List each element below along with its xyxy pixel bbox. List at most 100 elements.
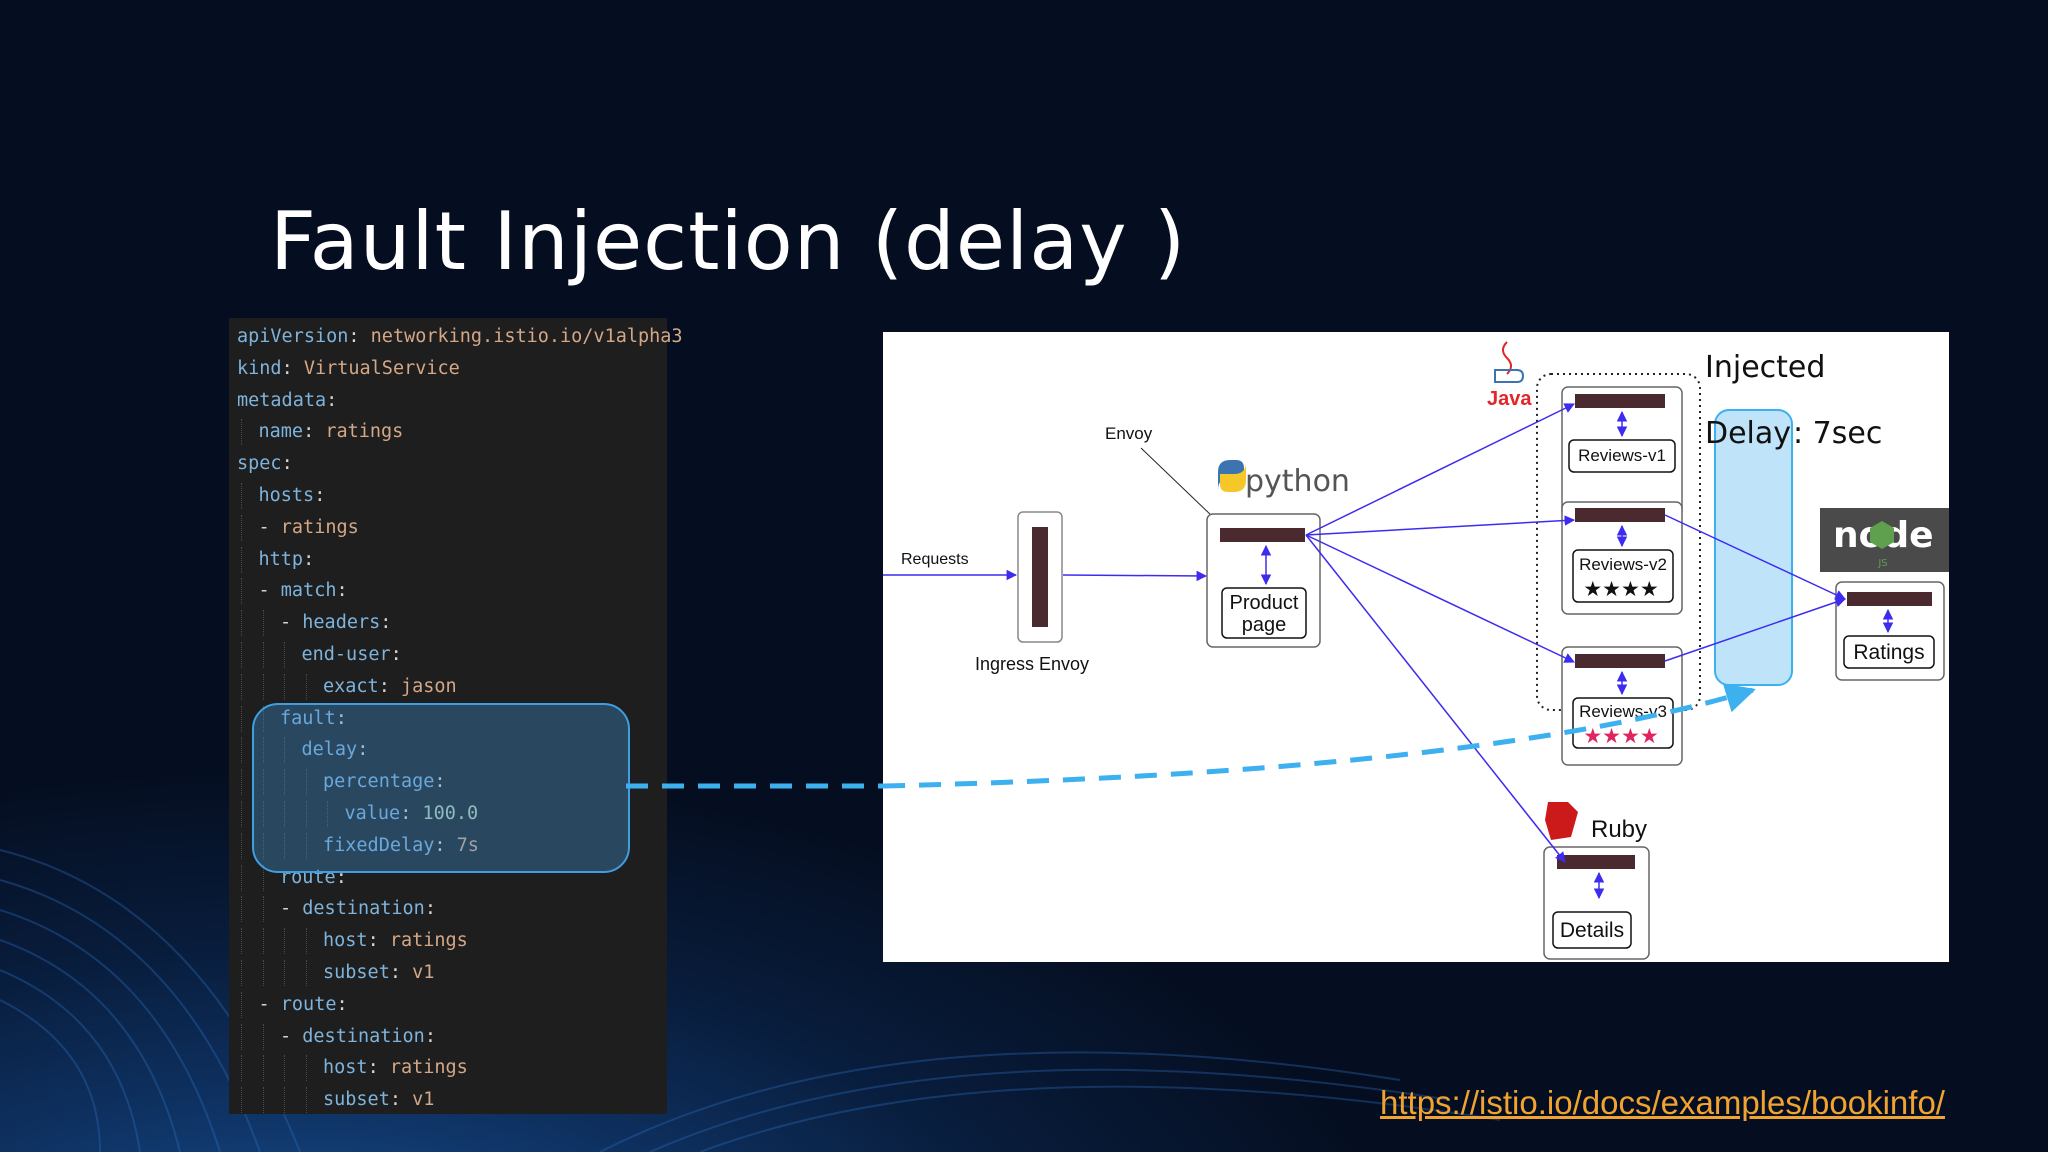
details-label: Details xyxy=(1560,919,1624,942)
code-value: v1 xyxy=(412,962,435,983)
injected-label: Injected xyxy=(1705,350,1825,385)
indent-guide xyxy=(284,801,286,827)
code-line: value: 100.0 xyxy=(241,799,478,829)
indent-guide xyxy=(241,419,243,446)
reviews-v3-to-ratings-arrow xyxy=(1664,597,1846,662)
details-inner xyxy=(1552,911,1632,949)
indent-guide xyxy=(284,1087,286,1114)
indent-guide xyxy=(262,737,265,764)
code-colon: : xyxy=(389,1089,413,1111)
indent-guide xyxy=(241,896,243,923)
details-sidecar-bar xyxy=(1557,855,1635,869)
indent-guide xyxy=(305,1087,308,1114)
indent-guide xyxy=(241,705,243,732)
code-dash: - xyxy=(280,1025,303,1047)
indent-guide xyxy=(284,1055,286,1082)
code-key: fixedDelay xyxy=(323,834,435,856)
code-key: hosts xyxy=(258,485,315,506)
code-key: host xyxy=(323,1057,368,1079)
code-colon: : xyxy=(281,453,304,475)
code-line: delay: xyxy=(241,735,380,765)
code-key: fault xyxy=(280,707,336,729)
code-key: host xyxy=(323,930,368,952)
indent-guide xyxy=(284,642,286,668)
code-key: end-user xyxy=(301,644,391,665)
code-key: exact xyxy=(323,675,379,697)
code-colon: : xyxy=(303,548,326,570)
reviews-v1-inner xyxy=(1568,439,1676,473)
indent-guide xyxy=(305,832,308,859)
indent-guide xyxy=(241,1055,243,1082)
code-key: subset xyxy=(323,962,390,983)
ingress-to-productpage-arrow xyxy=(1062,570,1208,582)
code-line: kind: VirtualService xyxy=(237,354,460,384)
indent-guide xyxy=(262,673,265,700)
code-line: spec: xyxy=(237,449,304,479)
code-dash: - xyxy=(258,516,281,538)
code-key: destination xyxy=(302,898,425,920)
code-colon: : xyxy=(367,1057,390,1079)
reviews-v1-sidecar-bar xyxy=(1575,394,1665,408)
indent-guide xyxy=(262,1023,265,1050)
envoy-label: Envoy xyxy=(1105,424,1153,443)
code-line: - destination: xyxy=(241,894,447,924)
code-colon: : xyxy=(390,644,413,665)
code-line: - ratings xyxy=(241,513,359,543)
ruby-logo-icon xyxy=(1545,802,1578,840)
ingress-envoy-bar xyxy=(1032,527,1048,627)
reviews-v3-stars: ★★★★ xyxy=(1583,724,1658,748)
code-key: name xyxy=(258,421,304,443)
indent-guide xyxy=(262,769,265,796)
fault-connector-outer xyxy=(626,783,886,789)
code-key: spec xyxy=(237,453,282,475)
ingress-envoy-label: Ingress Envoy xyxy=(975,654,1089,674)
bookinfo-diagram-svg: Requests Ingress Envoy Envoy python Prod… xyxy=(882,341,1949,960)
indent-guide xyxy=(241,514,243,541)
code-dash: - xyxy=(258,580,281,602)
code-dash: - xyxy=(280,898,303,920)
delay-label: Delay xyxy=(1705,416,1791,451)
java-logo-text: Java xyxy=(1487,388,1532,410)
code-key: kind xyxy=(237,357,282,379)
yaml-code-panel: apiVersion: networking.istio.io/v1alpha3… xyxy=(229,318,683,1114)
indent-guide xyxy=(262,642,265,668)
code-colon: : xyxy=(336,993,359,1015)
indent-guide xyxy=(284,832,286,859)
indent-guide xyxy=(262,1055,265,1082)
reviews-v2-to-ratings-arrow xyxy=(1664,514,1846,600)
indent-guide xyxy=(305,1055,308,1082)
code-colon: : xyxy=(336,580,359,602)
indent-guide xyxy=(305,960,308,986)
indent-guide xyxy=(284,769,286,796)
code-colon: : xyxy=(335,707,358,729)
code-line: - match: xyxy=(241,576,359,606)
indent-guide xyxy=(241,483,243,509)
productpage-label-line1: Product xyxy=(1230,592,1299,614)
slide-title: Fault Injection (delay ) xyxy=(270,195,1187,288)
indent-guide xyxy=(262,1087,265,1114)
bookinfo-link[interactable]: https://istio.io/docs/examples/bookinfo/ xyxy=(1380,1084,1945,1121)
code-colon: : xyxy=(389,962,413,983)
indent-guide xyxy=(262,801,265,827)
indent-guide xyxy=(262,610,265,637)
indent-guide xyxy=(305,673,308,700)
reviews-v3-inner xyxy=(1572,697,1674,749)
code-dash: - xyxy=(258,993,281,1015)
productpage-to-details-arrow xyxy=(1305,534,1566,863)
code-value: networking.istio.io/v1alpha3 xyxy=(370,326,683,347)
indent-guide xyxy=(305,769,308,796)
code-line: percentage: xyxy=(241,767,457,797)
code-colon: : xyxy=(326,389,349,411)
code-colon: : xyxy=(367,930,390,952)
reviews-v3-sidecar-bar xyxy=(1575,654,1665,668)
delay-value: : 7sec xyxy=(1793,416,1882,451)
code-line: apiVersion: networking.istio.io/v1alpha3 xyxy=(237,322,683,352)
ratings-inner xyxy=(1843,635,1935,669)
code-colon: : xyxy=(424,1025,448,1047)
indent-guide xyxy=(284,737,286,764)
fault-highlight-box xyxy=(252,703,630,873)
requests-label: Requests xyxy=(901,551,969,568)
indent-guide xyxy=(241,546,243,573)
indent-guide xyxy=(241,642,243,668)
code-colon: : xyxy=(281,357,304,379)
